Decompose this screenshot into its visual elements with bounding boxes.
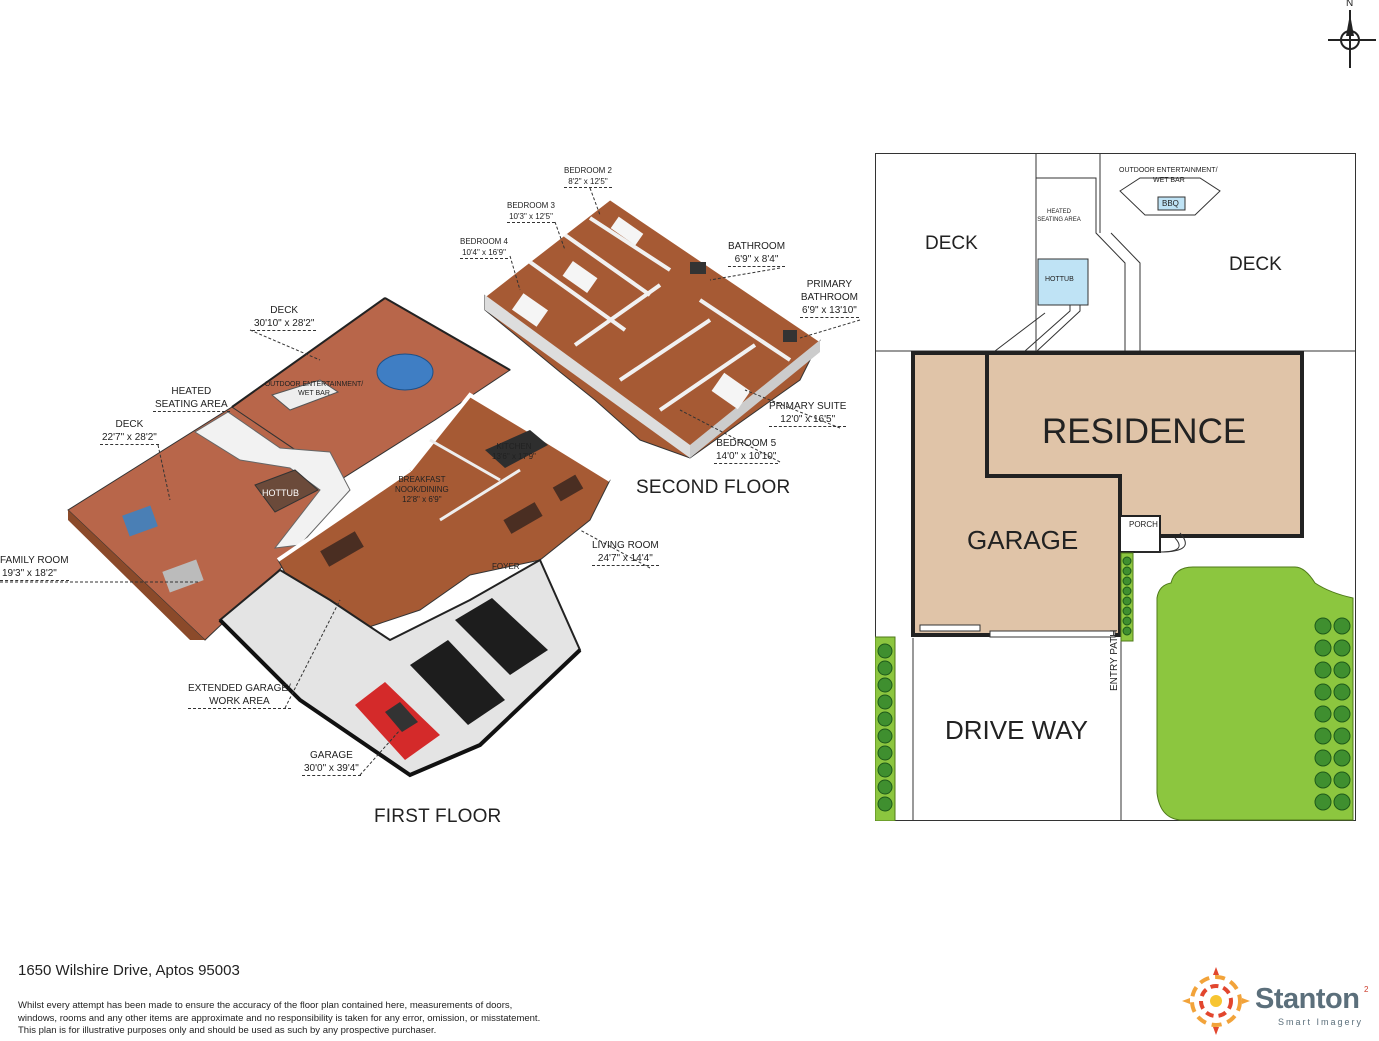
car-black-1 [455,598,548,675]
site-plan-drawing [875,153,1356,821]
site-outdoor-ent-1: OUTDOOR ENTERTAINMENT/ [1119,167,1218,174]
label-hottub: HOTTUB [262,488,299,498]
site-plan: DECK DECK HEATED SEATING AREA HOTTUB OUT… [875,153,1356,821]
logo-superscript: 2 [1364,985,1369,994]
site-drive-way: DRIVE WAY [945,715,1089,745]
umbrella [376,353,434,391]
disclaimer-line-1: Whilst every attempt has been made to en… [18,1000,513,1011]
floor-plan-3d [0,187,861,778]
disclaimer-line-2: windows, rooms and any other items are a… [18,1012,541,1024]
hottub-3d [254,469,319,513]
second-floor-title: SECOND FLOOR [636,477,791,498]
site-entry-path: ENTRY PATH [1109,629,1120,692]
site-bbq: BBQ [1162,199,1179,208]
car-black-2 [410,640,505,725]
site-deck-right: DECK [1229,254,1282,275]
site-heated-seating: HEATED SEATING AREA [1037,209,1081,223]
label-extended-garage: EXTENDED GARAGE/WORK AREA [188,683,291,709]
site-outdoor-ent-2: WET BAR [1153,177,1185,184]
first-floor-title: FIRST FLOOR [374,806,502,827]
logo-tagline: Smart Imagery [1278,1017,1364,1027]
logo-mark-icon [1182,967,1250,1035]
site-residence: RESIDENCE [1042,412,1247,451]
compass-north-label: N [1346,0,1354,9]
lawn [1156,566,1354,821]
site-deck-left: DECK [925,233,978,254]
compass: N [1322,0,1378,70]
shrubs [877,556,1351,812]
property-address: 1650 Wilshire Drive, Aptos 95003 [18,962,240,979]
disclaimer: Whilst every attempt has been made to en… [18,1000,618,1038]
logo-name: Stanton [1255,983,1360,1015]
label-outdoor-entertainment: OUTDOOR ENTERTAINMENT/ WET BAR [264,381,364,397]
site-garage: GARAGE [967,525,1079,555]
site-hottub: HOTTUB [1045,276,1074,283]
compass-rose-icon [1328,10,1376,68]
disclaimer-line-3: This plan is for illustrative purposes o… [18,1025,437,1036]
label-foyer: FOYER [492,562,520,571]
stanton-logo: Stanton 2 Smart Imagery [1180,965,1370,1037]
site-porch: PORCH [1129,520,1158,529]
